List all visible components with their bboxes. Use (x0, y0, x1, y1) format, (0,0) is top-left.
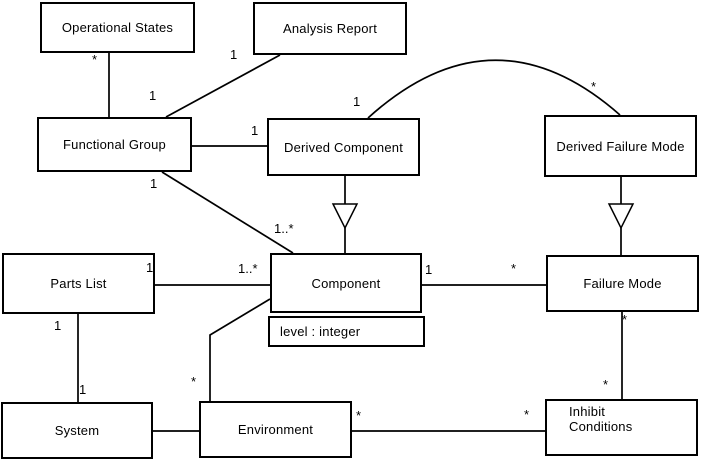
class-environment: Environment (199, 401, 352, 458)
class-name-label: Functional Group (63, 137, 166, 152)
multiplicity-label: 1 (150, 176, 158, 191)
multiplicity-label: 1 (425, 262, 433, 277)
class-name-label: Derived Component (283, 139, 404, 155)
edge-component-environment (209, 298, 271, 401)
class-parts-list: Parts List (2, 253, 155, 314)
multiplicity-label: * (511, 261, 517, 276)
attribute-label: level : integer (280, 324, 361, 339)
class-derived-component: Derived Component (267, 118, 420, 176)
class-name-label: Operational States (61, 20, 174, 35)
multiplicity-label: * (191, 374, 197, 389)
multiplicity-label: 1..* (274, 221, 294, 236)
class-operational-states: Operational States (40, 2, 195, 53)
generalization-derived-component-triangle-icon (331, 203, 359, 230)
edge-functional-group-component (161, 171, 294, 254)
multiplicity-label: 1 (251, 123, 259, 138)
edge-derived-component-derived-failure-mode-arc (367, 59, 621, 119)
class-name-label: Inhibit Conditions (569, 404, 633, 434)
multiplicity-label: * (524, 407, 530, 422)
class-failure-mode: Failure Mode (546, 255, 699, 312)
multiplicity-label: 1 (149, 88, 157, 103)
multiplicity-label: 1 (230, 47, 238, 62)
class-name-label: Component (311, 275, 381, 291)
edge-analysis-report-functional-group (165, 54, 281, 118)
multiplicity-label: * (356, 408, 362, 423)
class-name-label: Derived Failure Mode (556, 138, 685, 154)
class-name-label: Environment (237, 422, 314, 437)
class-name-label: Parts List (50, 276, 107, 291)
multiplicity-label: * (591, 79, 597, 94)
multiplicity-label: 1 (54, 318, 62, 333)
multiplicity-label: 1 (146, 260, 154, 275)
class-inhibit-conditions: Inhibit Conditions (545, 399, 698, 456)
class-functional-group: Functional Group (37, 117, 192, 172)
class-name-label: Failure Mode (583, 276, 662, 291)
multiplicity-label: * (622, 312, 628, 327)
class-component-attribute-compartment: level : integer (268, 316, 425, 347)
generalization-derived-failure-mode-triangle-icon (607, 203, 635, 230)
class-analysis-report: Analysis Report (253, 2, 407, 55)
class-component: Component (270, 253, 422, 313)
multiplicity-label: * (92, 52, 98, 67)
multiplicity-label: * (603, 377, 609, 392)
multiplicity-label: 1 (79, 382, 87, 397)
class-derived-failure-mode: Derived Failure Mode (544, 115, 697, 177)
class-system: System (1, 402, 153, 459)
class-name-label: System (54, 423, 100, 438)
class-name-label: Analysis Report (282, 21, 378, 36)
multiplicity-label: 1 (353, 94, 361, 109)
multiplicity-label: 1..* (238, 261, 258, 276)
